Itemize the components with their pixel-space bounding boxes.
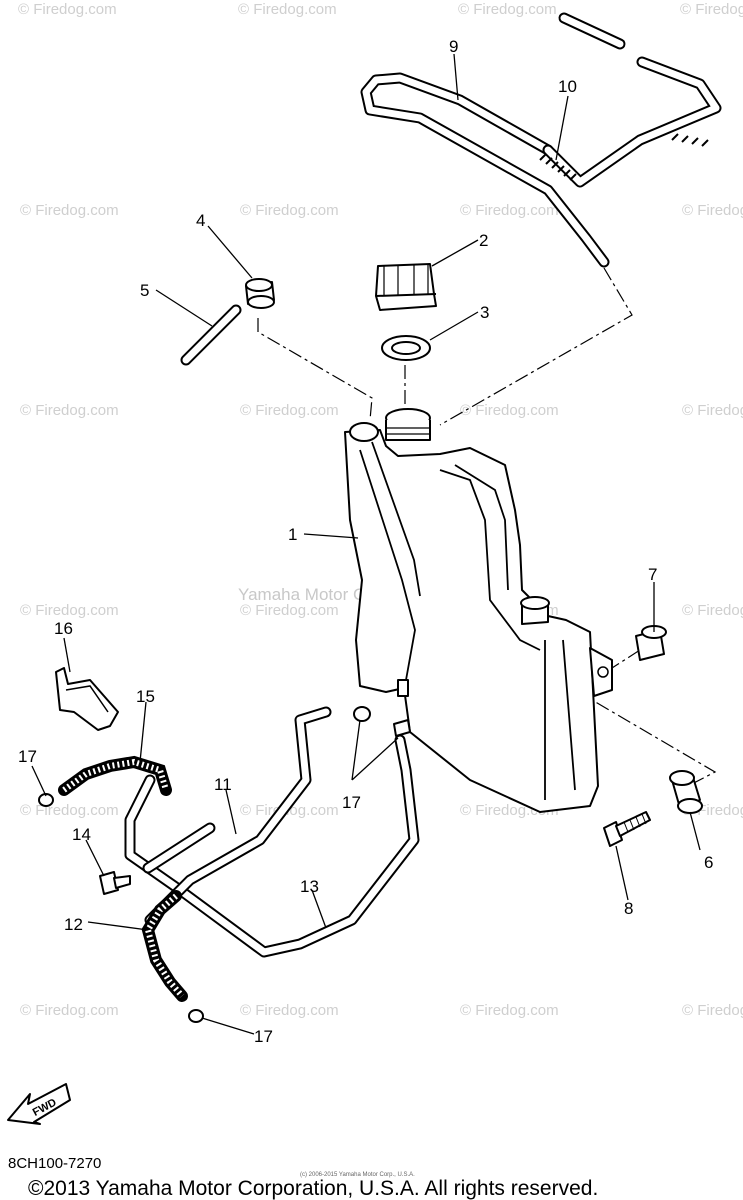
part-6-collar <box>669 770 703 814</box>
callout-10: 10 <box>558 77 577 96</box>
watermark: © Firedog.com <box>20 202 119 219</box>
callout-13: 13 <box>300 877 319 896</box>
callout-5: 5 <box>140 281 149 300</box>
watermark: © Firedog.com <box>460 402 559 419</box>
callout-17-bottom: 17 <box>254 1027 273 1046</box>
callout-16: 16 <box>54 619 73 638</box>
part-8-bolt <box>603 811 651 847</box>
callout-14: 14 <box>72 825 91 844</box>
watermark: © Firedog.com <box>458 1 557 18</box>
small-print: (c) 2006-2015 Yamaha Motor Corp., U.S.A. <box>300 1172 415 1178</box>
part-1-reservoir-tank <box>344 408 613 813</box>
part-11-hose <box>142 706 332 926</box>
watermark: © Firedog.com <box>682 1002 743 1019</box>
callout-6: 6 <box>704 853 713 872</box>
watermark: © Firedog.com <box>682 402 743 419</box>
part-9-overflow-hose <box>360 12 722 268</box>
part-10-spring <box>539 133 709 181</box>
part-15-spring <box>58 755 172 796</box>
watermark: © Firedog.com <box>240 202 339 219</box>
watermark: © Firedog.com <box>18 1 117 18</box>
watermark: © Firedog.com <box>240 602 339 619</box>
callout-7: 7 <box>648 565 657 584</box>
callout-9: 9 <box>449 37 458 56</box>
part-17-clips <box>38 706 411 1023</box>
callout-11: 11 <box>214 775 232 794</box>
callout-3: 3 <box>480 303 489 322</box>
callout-8: 8 <box>624 899 633 918</box>
part-13-hose <box>124 734 420 958</box>
watermark: © Firedog.com <box>20 402 119 419</box>
part-16-bracket <box>55 667 119 731</box>
fwd-arrow: FWD <box>7 1083 71 1125</box>
part-14-clamp <box>99 871 131 895</box>
callout-12: 12 <box>64 915 83 934</box>
watermark: © Firedog.com <box>460 1002 559 1019</box>
part-5-pipe <box>180 304 242 366</box>
part-2-radiator-cap <box>375 263 437 311</box>
watermark: © Firedog.com <box>20 1002 119 1019</box>
watermark: © Firedog.com <box>460 202 559 219</box>
callouts: 9 10 2 3 4 5 1 7 16 15 17 11 17 14 6 13 … <box>18 37 713 1046</box>
copyright: ©2013 Yamaha Motor Corporation, U.S.A. A… <box>28 1177 598 1200</box>
watermark: © Firedog.com <box>682 202 743 219</box>
watermark: © Firedog.com <box>240 402 339 419</box>
watermark: © Firedog.com <box>682 602 743 619</box>
part-12-spring <box>141 890 188 1002</box>
part-7-grommet <box>635 625 667 661</box>
watermark: © Firedog.com <box>20 802 119 819</box>
watermark: © Firedog.com <box>238 1 337 18</box>
callout-15: 15 <box>136 687 155 706</box>
watermark: © Firedog.com <box>240 1002 339 1019</box>
diagram-code: 8CH100-7270 <box>8 1155 101 1172</box>
callout-17-center: 17 <box>342 793 361 812</box>
part-3-gasket <box>381 335 431 361</box>
watermark: © Firedog.com <box>20 602 119 619</box>
part-4-small-cap <box>245 278 275 309</box>
callout-4: 4 <box>196 211 205 230</box>
leader-lines <box>31 53 701 1035</box>
watermark: © Firedog.com <box>680 1 743 18</box>
callout-17-left: 17 <box>18 747 37 766</box>
callout-2: 2 <box>479 231 488 250</box>
callout-1: 1 <box>288 525 297 544</box>
